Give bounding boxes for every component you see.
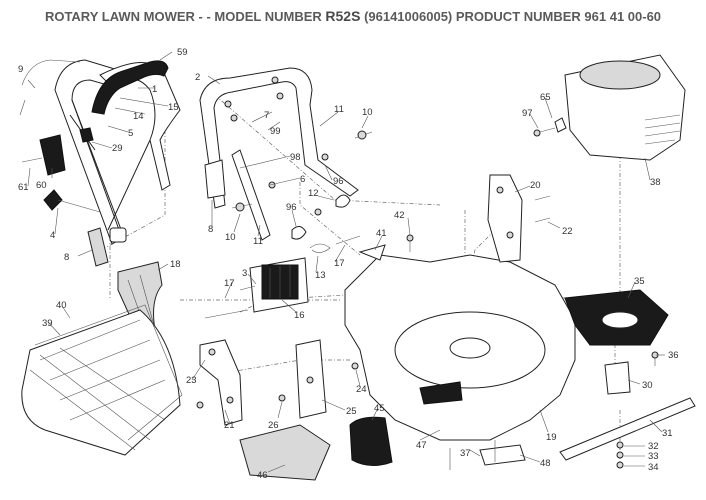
callout-22: 22 [562, 226, 573, 237]
callout-41: 41 [376, 228, 387, 239]
callout-11-left: 11 [253, 236, 263, 247]
springs-and-rods [204, 235, 361, 319]
callout-96-left: 96 [286, 202, 297, 213]
callout-23: 23 [186, 375, 197, 386]
callout-96-right: 96 [333, 176, 344, 187]
callout-1: 1 [152, 84, 157, 95]
handle-knob [43, 189, 101, 213]
side-plates [199, 339, 327, 426]
callout-36: 36 [668, 350, 679, 361]
callout-12: 12 [308, 188, 319, 199]
callout-6: 6 [300, 174, 305, 185]
callout-25: 25 [346, 406, 357, 417]
mower-deck [344, 254, 576, 441]
handle-bolts [231, 130, 373, 240]
callout-10-left: 10 [225, 232, 236, 243]
callout-29: 29 [112, 143, 123, 154]
callout-42: 42 [394, 210, 405, 221]
engine [564, 54, 686, 161]
cutting-blade [559, 397, 696, 461]
callout-59: 59 [177, 47, 188, 58]
control-lever [21, 114, 96, 176]
title-suffix: (96141006005) PRODUCT NUMBER 961 41 00-6… [364, 9, 662, 24]
blade-hub [604, 361, 631, 395]
callout-8-mid: 8 [208, 224, 213, 235]
title-prefix: ROTARY LAWN MOWER - - MODEL NUMBER [44, 9, 322, 24]
callout-10-right: 10 [362, 107, 373, 118]
callout-2: 2 [195, 72, 200, 83]
callout-24: 24 [356, 384, 367, 395]
callout-18: 18 [170, 259, 181, 270]
callout-labels: 59 1 2 15 14 5 29 9 7 99 11 10 98 6 96 1… [18, 47, 679, 481]
callout-35: 35 [634, 276, 645, 287]
side-discharge-chute [239, 424, 331, 481]
callout-38: 38 [650, 177, 661, 188]
mulch-plug [349, 416, 393, 466]
callout-31: 31 [662, 428, 673, 439]
cable [19, 59, 81, 116]
callout-30: 30 [642, 380, 653, 391]
callout-21: 21 [224, 420, 235, 431]
callout-11-right: 11 [334, 104, 344, 115]
callout-47: 47 [416, 440, 427, 451]
callout-32: 32 [648, 441, 659, 452]
callout-5: 5 [128, 128, 133, 139]
callout-61: 61 [18, 182, 29, 193]
title-model-number: R52S [325, 8, 361, 24]
callout-17-left: 17 [224, 278, 235, 289]
callout-26: 26 [268, 420, 279, 431]
callout-14: 14 [133, 111, 144, 122]
small-hardware [196, 117, 659, 470]
callout-17-right: 17 [334, 258, 345, 269]
callout-19: 19 [546, 432, 557, 443]
leader-lines [27, 51, 665, 473]
callout-65: 65 [540, 92, 551, 103]
callout-99: 99 [270, 126, 281, 137]
callout-40: 40 [56, 300, 67, 311]
grass-bag [21, 304, 183, 456]
handle-bracket [204, 159, 226, 199]
callout-9: 9 [18, 64, 23, 75]
callout-15: 15 [168, 102, 179, 113]
callout-98: 98 [290, 152, 301, 163]
handle-clip-left [87, 227, 109, 267]
height-bracket [487, 174, 551, 263]
callout-33: 33 [648, 451, 659, 462]
callout-60: 60 [36, 180, 47, 191]
callout-4: 4 [50, 230, 55, 241]
upper-handle [199, 67, 359, 241]
callout-45: 45 [374, 403, 385, 414]
callout-48: 48 [540, 458, 551, 469]
callout-97: 97 [522, 108, 533, 119]
callout-37: 37 [460, 448, 471, 459]
callout-13: 13 [315, 270, 326, 281]
callout-7: 7 [264, 110, 269, 121]
callout-34: 34 [648, 462, 659, 473]
callout-3: 3 [242, 268, 247, 279]
callout-16: 16 [294, 310, 305, 321]
blade-adapter-plate [564, 289, 669, 346]
diagram-title: ROTARY LAWN MOWER - - MODEL NUMBER R52S … [0, 8, 706, 24]
callout-46: 46 [257, 470, 268, 481]
callout-8-left: 8 [64, 252, 69, 263]
callout-39: 39 [42, 318, 53, 329]
handle-grip [91, 60, 169, 115]
rear-cover [249, 257, 309, 313]
callout-20: 20 [530, 180, 541, 191]
